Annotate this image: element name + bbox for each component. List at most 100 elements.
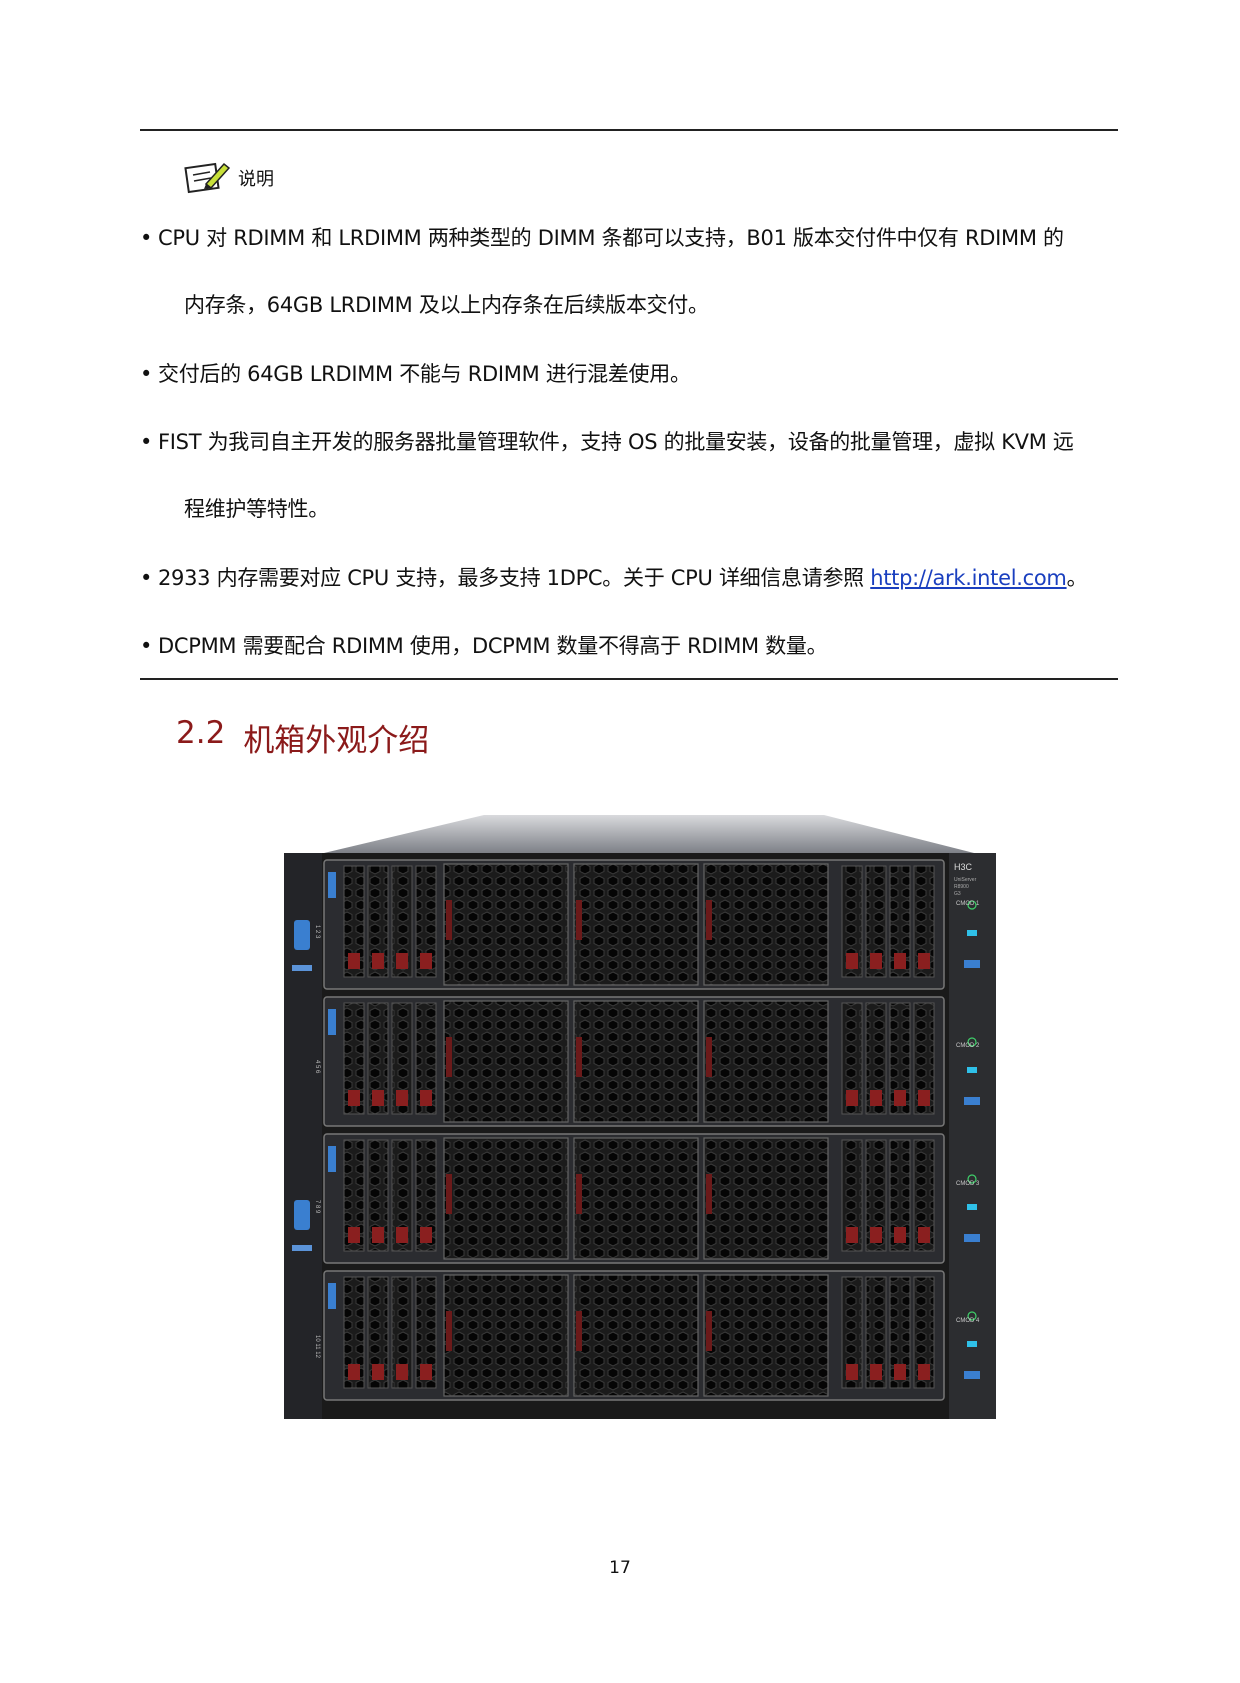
fan-module: [573, 1137, 699, 1260]
fan-latch: [446, 1174, 452, 1214]
note-bullet-1: •CPU 对 RDIMM 和 LRDIMM 两种类型的 DIMM 条都可以支持，…: [140, 226, 1064, 250]
drive-bay: [343, 1139, 365, 1252]
usb-port-icon: [964, 1234, 980, 1242]
vga-port-icon: [294, 1200, 310, 1230]
drive-latch: [348, 1364, 360, 1380]
drive-latch: [918, 1364, 930, 1380]
drive-bay: [841, 865, 863, 978]
model-line-1: UniServer: [954, 877, 977, 883]
drive-latch: [918, 953, 930, 969]
section-title: 机箱外观介绍: [243, 723, 430, 759]
drive-bay: [889, 1139, 911, 1252]
chassis-front-image: H3C UniServer R8900 G3 CMOD 1 CMOD 2 CMO…: [284, 815, 1044, 1420]
module-handle-icon: [328, 1009, 336, 1035]
drive-latch: [846, 1090, 858, 1106]
fan-latch: [446, 1037, 452, 1077]
module-handle-icon: [328, 1146, 336, 1172]
drive-latch: [420, 1364, 432, 1380]
drive-bay: [913, 865, 935, 978]
fan-module: [703, 1000, 829, 1123]
power-icon: [967, 1174, 977, 1184]
note-bullet-1-continuation: 内存条，64GB LRDIMM 及以上内存条在后续版本交付。: [184, 293, 709, 317]
fan-latch: [576, 900, 582, 940]
drive-latch: [396, 1227, 408, 1243]
fan-latch: [706, 1037, 712, 1077]
note-bullet-2: •交付后的 64GB LRDIMM 不能与 RDIMM 进行混差使用。: [140, 362, 691, 386]
drive-latch: [372, 1227, 384, 1243]
drive-latch: [918, 1090, 930, 1106]
section-heading: 2.2 机箱外观介绍: [176, 715, 429, 760]
drive-latch: [420, 1227, 432, 1243]
drive-latch: [846, 953, 858, 969]
drive-bay: [913, 1276, 935, 1389]
chassis-illustration: H3C UniServer R8900 G3 CMOD 1 CMOD 2 CMO…: [284, 815, 996, 1419]
model-line-3: G3: [954, 891, 961, 897]
power-icon: [967, 1311, 977, 1321]
fan-latch: [706, 900, 712, 940]
page-number: 17: [609, 1558, 631, 1578]
drive-latch: [396, 1090, 408, 1106]
fan-module: [573, 1000, 699, 1123]
note-header: 说明: [184, 158, 274, 198]
cmod-label-2: CMOD 2: [956, 1043, 980, 1049]
drive-latch: [372, 1364, 384, 1380]
slot-group-label-1: 1 2 3: [314, 925, 320, 939]
drive-latch: [918, 1227, 930, 1243]
drive-latch: [348, 953, 360, 969]
fan-module: [703, 1274, 829, 1397]
fan-latch: [576, 1174, 582, 1214]
power-icon: [967, 1037, 977, 1047]
fan-module: [443, 863, 569, 986]
status-led: [967, 1341, 977, 1347]
bullet-dot: •: [140, 430, 153, 454]
usb-port-icon: [964, 1371, 980, 1379]
fan-latch: [706, 1311, 712, 1351]
drive-bay: [367, 865, 389, 978]
usb-port-icon: [964, 1097, 980, 1105]
drive-bay: [391, 1276, 413, 1389]
drive-latch: [420, 953, 432, 969]
drive-latch: [420, 1090, 432, 1106]
fan-latch: [446, 1311, 452, 1351]
bullet-dot: •: [140, 226, 153, 250]
drive-latch: [846, 1364, 858, 1380]
usb-port-icon: [964, 960, 980, 968]
brand-logo: H3C: [954, 862, 973, 872]
note-bottom-rule: [140, 678, 1118, 680]
drive-bay: [367, 1139, 389, 1252]
cmod-label-1: CMOD 1: [956, 901, 980, 907]
drive-latch: [870, 1227, 882, 1243]
drive-latch: [372, 953, 384, 969]
bullet-dot: •: [140, 566, 153, 590]
drive-bay: [889, 865, 911, 978]
slot-group-label-3: 7 8 9: [314, 1200, 320, 1214]
drive-latch: [894, 1364, 906, 1380]
drive-latch: [348, 1227, 360, 1243]
fan-latch: [576, 1311, 582, 1351]
usb-port-icon: [292, 965, 312, 971]
fan-module: [573, 1274, 699, 1397]
drive-latch: [396, 1364, 408, 1380]
drive-bay: [865, 1002, 887, 1115]
cmod-label-4: CMOD 4: [956, 1318, 980, 1324]
drive-latch: [372, 1090, 384, 1106]
fan-module: [703, 863, 829, 986]
drive-bay: [367, 1276, 389, 1389]
drive-latch: [870, 953, 882, 969]
bullet-dot: •: [140, 362, 153, 386]
drive-bay: [343, 865, 365, 978]
status-led: [967, 930, 977, 936]
drive-bay: [391, 1139, 413, 1252]
note-top-rule: [140, 129, 1118, 131]
drive-bay: [367, 1002, 389, 1115]
intel-ark-link[interactable]: http://ark.intel.com: [870, 566, 1067, 590]
fan-module: [443, 1137, 569, 1260]
note-bullet-3-continuation: 程维护等特性。: [184, 497, 329, 521]
model-line-2: R8900: [954, 884, 969, 890]
note-bullet-5: •DCPMM 需要配合 RDIMM 使用，DCPMM 数量不得高于 RDIMM …: [140, 634, 828, 658]
drive-latch: [846, 1227, 858, 1243]
drive-bay: [865, 1276, 887, 1389]
fan-module: [443, 1274, 569, 1397]
cmod-label-3: CMOD 3: [956, 1181, 980, 1187]
status-led: [967, 1204, 977, 1210]
